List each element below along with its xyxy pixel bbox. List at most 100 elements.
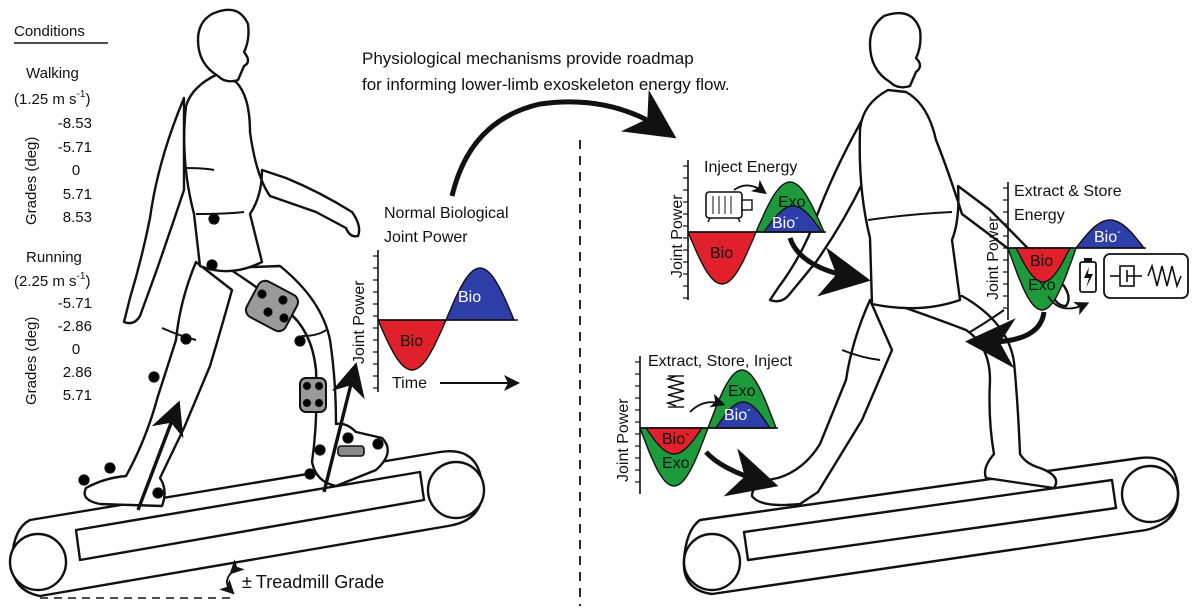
ground-reaction-arrow [322, 362, 365, 493]
marker-dot [304, 468, 316, 480]
headline-line2: for informing lower-limb exoskeleton ene… [362, 75, 730, 94]
emg-electrode [314, 398, 324, 408]
running-label: Running [26, 249, 82, 266]
esi-flow-arrow [689, 393, 726, 413]
walking-grades: -8.53 -5.71 0 5.71 8.53 [58, 115, 92, 226]
esi-exo-positive-label: Exo [728, 383, 756, 400]
inject-energy-plot: Inject Energy Joint Power Bio Exo Bio- [669, 159, 871, 300]
extract-bio-negative-lobe [1014, 247, 1072, 283]
esi-exo-negative-label: Exo [662, 455, 690, 472]
headline-line1: Physiological mechanisms provide roadmap [362, 49, 694, 68]
right-walker-front-leg [898, 294, 1058, 490]
esi-plot-title: Extract, Store, Inject [648, 353, 793, 370]
walking-grade: 0 [72, 162, 80, 179]
foot-sensor [337, 445, 365, 457]
walking-grades-axis-label: Grades (deg) [23, 137, 40, 225]
emg-sensor-shank [299, 377, 327, 413]
right-treadmill [682, 456, 1180, 596]
extract-to-knee-arrow [965, 311, 1047, 369]
spring-icon [665, 375, 685, 408]
normal-bio-positive-label: Bio [458, 289, 481, 306]
grade-angle-arrow [219, 559, 245, 595]
left-walker-front-leg [226, 264, 389, 488]
storage-device-icons [1079, 253, 1189, 299]
left-walker-head [196, 8, 250, 83]
marker-dot [78, 474, 90, 486]
inject-to-hip-arrow [787, 237, 871, 297]
right-walker-rear-arm [768, 118, 866, 303]
normal-plot-title: Joint Power [384, 229, 468, 246]
left-treadmill-roller [8, 532, 68, 592]
running-grade: -5.71 [58, 295, 92, 312]
marker-dot [148, 371, 160, 383]
esi-plot-ylabel: Joint Power [615, 398, 632, 482]
running-grade: -2.86 [58, 318, 92, 335]
extract-bio-negative-label: Bio [1030, 253, 1053, 270]
inject-bio-negative-label: Bio [710, 245, 733, 262]
running-grade: 5.71 [63, 387, 92, 404]
normal-plot-xlabel: Time [392, 375, 427, 392]
normal-bio-negative-label: Bio [400, 333, 423, 350]
conditions-header: Conditions [14, 23, 85, 40]
extract-plot-ticks [1003, 187, 1008, 309]
marker-dot [208, 213, 220, 225]
left-walker-rear-leg [83, 260, 234, 508]
esi-to-ankle-arrow [704, 448, 779, 497]
ground-reaction-arrow [136, 400, 184, 511]
walking-label: Walking [26, 65, 79, 82]
right-treadmill-roller [1120, 464, 1180, 524]
walking-grade: -8.53 [58, 115, 92, 132]
left-walker-rear-arm [122, 96, 186, 325]
left-walker-torso [183, 72, 361, 273]
emg-electrode [279, 313, 289, 323]
walking-grade: 5.71 [63, 186, 92, 203]
left-walker-shorts-hem [161, 327, 197, 341]
marker-dot [294, 335, 306, 347]
right-walker-rear-leg [750, 298, 894, 507]
damper-icon [1110, 265, 1142, 287]
right-walker-waistband [867, 211, 953, 221]
motor-icon [705, 191, 753, 223]
inject-flow-arrow [733, 179, 767, 195]
normal-plot-title: Normal Biological [384, 205, 509, 222]
normal-bio-negative-lobe [376, 319, 448, 371]
walking-grade: -5.71 [58, 139, 92, 156]
emg-electrode [263, 307, 273, 317]
marker-dot [104, 462, 116, 474]
running-grade: 0 [72, 341, 80, 358]
running-grades: -5.71 -2.86 0 2.86 5.71 [58, 295, 92, 404]
running-grades-axis-label: Grades (deg) [23, 317, 40, 405]
walking-grade: 8.53 [63, 209, 92, 226]
walking-speed: (1.25 m s-1) [14, 89, 90, 108]
extract-plot-title: Energy [1014, 207, 1065, 224]
left-treadmill-roller [426, 460, 486, 520]
left-walker-waistband [195, 211, 245, 215]
left-walker-shorts-hem [301, 329, 327, 337]
motion-capture-markers [78, 213, 384, 499]
emg-sensor-thigh [245, 279, 299, 333]
marker-dot [206, 259, 218, 271]
extract-store-plot: Extract & Store Energy Joint Power Bio- … [965, 182, 1189, 369]
extract-plot-title: Extract & Store [1014, 183, 1122, 200]
marker-dot [372, 438, 384, 450]
emg-electrode [278, 295, 288, 305]
right-treadmill-roller [682, 532, 742, 592]
running-speed: (2.25 m s-1) [14, 271, 90, 290]
extract-flow-arrow [1047, 295, 1090, 316]
emg-electrode [302, 381, 312, 391]
extract-exo-label: Exo [1028, 277, 1056, 294]
inject-bio-positive-lobe [762, 205, 824, 233]
extract-bio-minus-label: Bio- [1094, 226, 1121, 246]
left-walker-figure [78, 8, 389, 511]
esi-plot-ticks [635, 361, 640, 483]
esi-bio-negative-label: Bio- [662, 428, 689, 448]
esi-bio-negative-lobe [644, 427, 704, 455]
marker-dot [152, 487, 164, 499]
inject-exo-label: Exo [778, 194, 806, 211]
extract-plot-ylabel: Joint Power [985, 216, 1002, 300]
treadmill-grade-label: ±Treadmill Grade [242, 572, 384, 592]
inject-plot-ylabel: Joint Power [669, 194, 686, 278]
inject-bio-minus-label: Bio- [772, 212, 799, 232]
inject-bio-negative-lobe [686, 231, 758, 285]
esi-bio-positive-lobe [714, 401, 772, 429]
